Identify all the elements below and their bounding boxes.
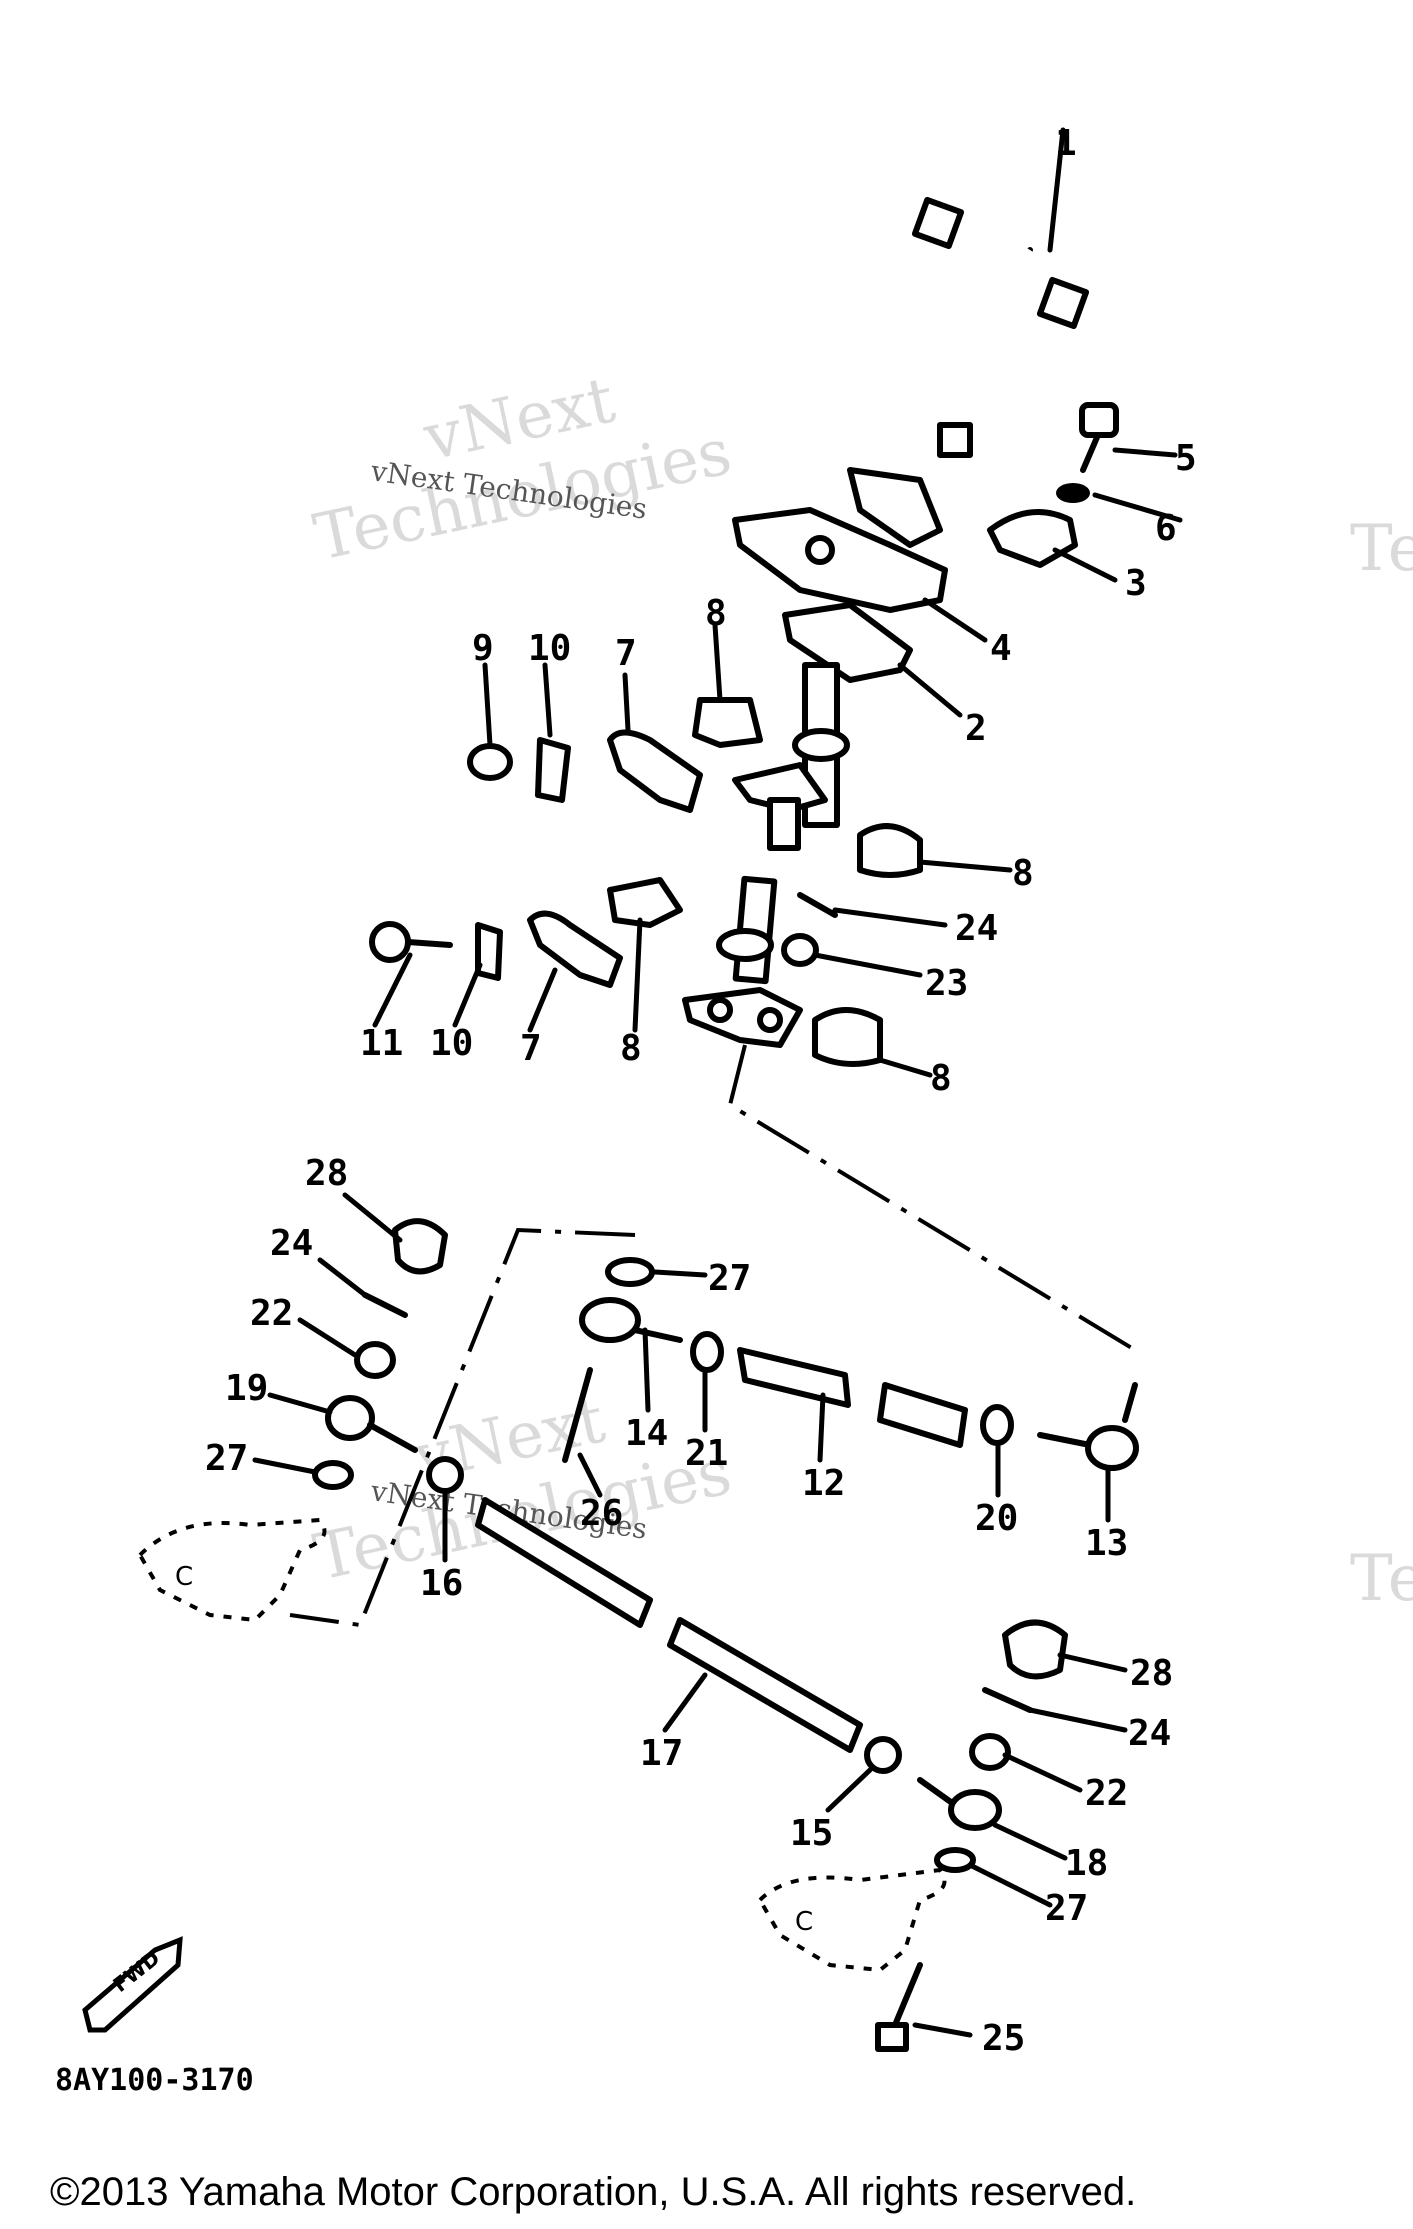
rod-end-part-18	[917, 1777, 1002, 1831]
nut-part-22-right	[969, 1733, 1011, 1771]
bushing-part-8-d	[812, 1007, 883, 1067]
callout-26: 26	[580, 1493, 623, 1534]
callout-labels: 1 5 6 3 4 2 8 9 10 7 8 24 23 11 10 7 8 8…	[205, 123, 1197, 2059]
callout-15: 15	[790, 1813, 833, 1854]
guide-line-tierod	[289, 1227, 636, 1628]
clamp-part-7-upper	[607, 729, 703, 813]
callout-6: 6	[1155, 508, 1177, 549]
svg-text:Te: Te	[1350, 1542, 1413, 1616]
bushing-part-8-c	[607, 877, 683, 928]
rod-end-part-13	[1037, 1382, 1139, 1471]
callout-1: 1	[1055, 123, 1077, 164]
callout-13: 13	[1085, 1523, 1128, 1564]
cap-part-28-lower	[1002, 1619, 1068, 1680]
nut-part-23	[781, 933, 819, 967]
washer-part-27-right	[934, 1847, 976, 1873]
leader-lines	[252, 127, 1183, 2038]
nut-part-9	[467, 743, 513, 781]
svg-text:C: C	[175, 1562, 193, 1592]
svg-text:C: C	[795, 1907, 813, 1937]
callout-19: 19	[225, 1368, 268, 1409]
callout-22-b: 22	[1085, 1773, 1128, 1814]
callout-24-c: 24	[1128, 1713, 1171, 1754]
callout-11: 11	[360, 1023, 403, 1064]
watermark-top: vNext Technologies vNext Technologies	[308, 363, 738, 575]
callout-18: 18	[1065, 1843, 1108, 1884]
steering-shaft-lower	[682, 875, 803, 1048]
nut-part-15	[864, 1736, 902, 1774]
tie-rod-part-12-b	[877, 1382, 968, 1448]
watermark-right: Te Te	[1350, 512, 1413, 1616]
ski-mount-right	[757, 1867, 947, 1973]
svg-text:Te: Te	[1350, 512, 1413, 586]
shaft-part-17-b	[667, 1617, 863, 1753]
holder-part-3	[987, 509, 1078, 568]
callout-10-a: 10	[528, 628, 571, 669]
nut-part-21	[690, 1331, 724, 1373]
bushing-part-8-a	[692, 697, 763, 748]
callout-8-c: 8	[620, 1028, 642, 1069]
handlebar-part	[783, 38, 1387, 548]
nut-part-20	[980, 1404, 1014, 1446]
diagram-code: 8AY100-3170	[55, 2063, 254, 2098]
nut-part-16	[426, 1456, 464, 1494]
bushing-part-8-b	[857, 823, 923, 878]
callout-27-a: 27	[708, 1258, 751, 1299]
rod-end-part-19	[325, 1395, 418, 1453]
callout-22-a: 22	[250, 1293, 293, 1334]
guide-line-shaft	[727, 1044, 1137, 1352]
callout-16: 16	[420, 1563, 463, 1604]
clamp-part-7-lower	[527, 910, 623, 988]
rod-end-part-14	[579, 1297, 683, 1343]
callout-21: 21	[685, 1433, 728, 1474]
callout-2: 2	[965, 708, 987, 749]
callout-17: 17	[640, 1733, 683, 1774]
plate-part-10-lower	[475, 922, 503, 981]
callout-25: 25	[982, 2018, 1025, 2059]
washer-part-6	[1056, 483, 1090, 503]
callout-12: 12	[802, 1463, 845, 1504]
bolt-part-26	[562, 1367, 593, 1463]
callout-5: 5	[1175, 438, 1197, 479]
callout-10-b: 10	[430, 1023, 473, 1064]
callout-8-b: 8	[1012, 853, 1034, 894]
bolt-part-24-right	[982, 1687, 1033, 1713]
bolt-part-24-left	[362, 1292, 408, 1318]
washer-part-27-top	[605, 1257, 655, 1287]
callout-7-a: 7	[615, 633, 637, 674]
washer-part-27-left	[312, 1460, 354, 1490]
bolt-part-11	[369, 921, 453, 963]
copyright-notice: ©2013 Yamaha Motor Corporation, U.S.A. A…	[50, 2170, 1137, 2214]
callout-8-d: 8	[930, 1058, 952, 1099]
bolt-part-25	[875, 1962, 923, 2052]
tie-rod-part-12	[737, 1347, 851, 1408]
callout-3: 3	[1125, 563, 1147, 604]
nut-part-22-left	[354, 1341, 396, 1379]
callout-14: 14	[625, 1413, 668, 1454]
upper-bracket-part-4	[732, 507, 948, 613]
callout-4: 4	[990, 628, 1012, 669]
callout-24-a: 24	[955, 908, 998, 949]
shaft-part-17	[475, 1497, 653, 1628]
callout-27-c: 27	[1045, 1888, 1088, 1929]
steering-shaft-part-2	[732, 602, 913, 851]
callout-7-b: 7	[520, 1028, 542, 1069]
ski-mount-left	[137, 1517, 327, 1623]
bolt-part-24-upper	[797, 892, 838, 918]
callout-8-a: 8	[705, 593, 727, 634]
callout-27-b: 27	[205, 1438, 248, 1479]
cap-part-28-upper	[392, 1218, 448, 1275]
callout-23: 23	[925, 963, 968, 1004]
callout-20: 20	[975, 1498, 1018, 1539]
bolt-part-5	[1079, 402, 1119, 473]
callout-28-a: 28	[305, 1153, 348, 1194]
callout-28-b: 28	[1130, 1653, 1173, 1694]
callout-24-b: 24	[270, 1223, 313, 1264]
plate-part-10-upper	[535, 737, 571, 803]
callout-9: 9	[472, 628, 494, 669]
fwd-arrow-icon: FWD	[82, 1936, 183, 2033]
